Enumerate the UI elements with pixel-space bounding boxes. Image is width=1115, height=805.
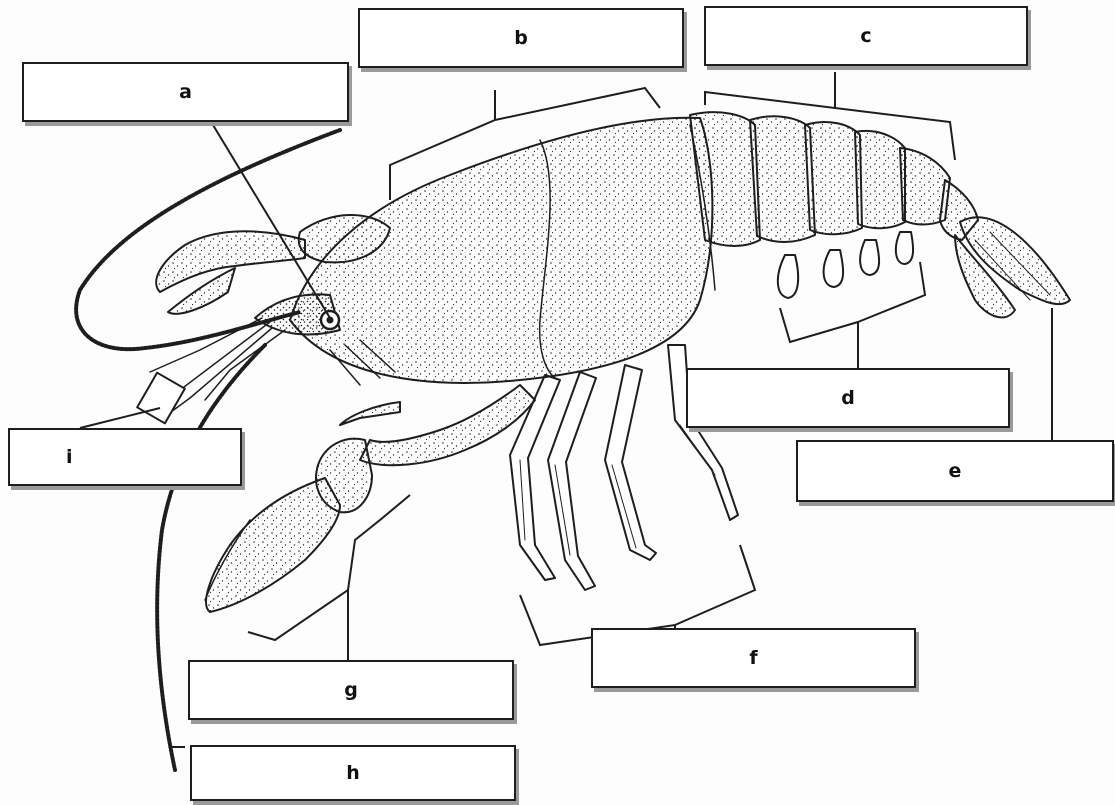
label-letter-d: d <box>841 387 855 409</box>
label-letter-i: i <box>66 446 73 468</box>
label-box-a: a <box>22 62 349 122</box>
label-box-c: c <box>704 6 1028 66</box>
swimmerets <box>778 232 913 298</box>
label-box-d: d <box>686 368 1010 428</box>
label-letter-e: e <box>949 460 962 482</box>
label-box-i: i <box>8 428 242 486</box>
label-letter-f: f <box>749 647 757 669</box>
bracket-d <box>780 262 925 370</box>
antennal-scale <box>137 373 185 424</box>
label-box-g: g <box>188 660 514 720</box>
leader-a <box>213 125 330 318</box>
tail-fan <box>955 217 1070 317</box>
label-letter-g: g <box>344 679 358 701</box>
label-box-b: b <box>358 8 684 68</box>
label-box-f: f <box>591 628 916 688</box>
label-letter-h: h <box>346 762 360 784</box>
cheliped-lower <box>205 385 535 612</box>
abdomen <box>690 112 978 246</box>
leader-i <box>80 408 160 428</box>
label-letter-a: a <box>179 81 192 103</box>
label-box-h: h <box>190 745 516 801</box>
label-letter-c: c <box>860 25 871 47</box>
label-box-e: e <box>796 440 1114 502</box>
label-letter-b: b <box>514 27 528 49</box>
